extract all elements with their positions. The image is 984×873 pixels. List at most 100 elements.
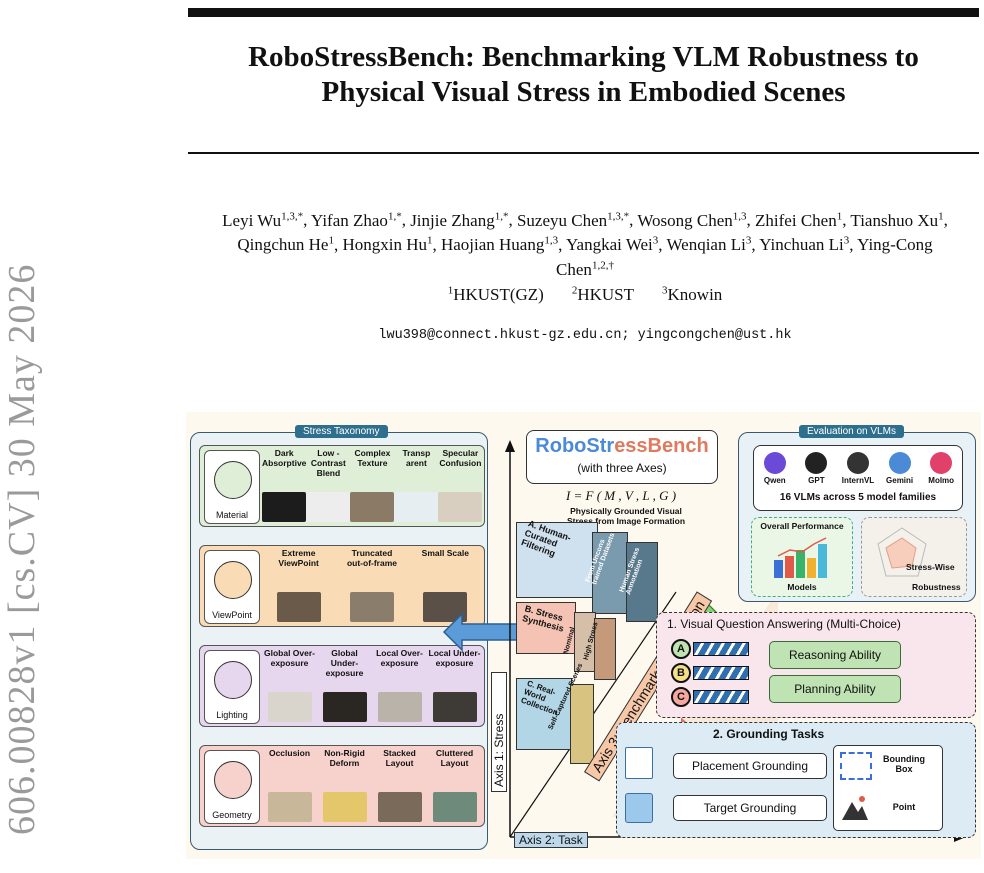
overall-box: Overall Performance Models [751,517,853,597]
author-affiliation: 1 [426,234,433,247]
affiliation: 1HKUST(GZ) [447,283,544,304]
stress-item-thumbnail [306,492,351,522]
material-icon: Material [204,450,260,524]
taxonomy-tag: Stress Taxonomy [295,425,388,438]
author: Suzeyu Chen1,3,* [517,210,630,230]
gpt-icon [805,452,828,474]
author: Leyi Wu1,3,* [222,210,303,230]
author: Ying-Cong Chen1,2,† [556,235,933,279]
model-count: 16 VLMs across 5 model families [779,492,937,503]
arxiv-side-identifier: 606.00828v1 [cs.CV] 30 May 2026 [0,264,50,835]
placement-grounding: Placement Grounding [673,753,827,779]
author-affiliation: 1 [328,234,334,247]
stress-item-label: Global Under-exposure [325,648,364,678]
author-affiliation: 1,2,† [591,259,614,272]
stress-item-label: Occlusion [268,748,311,758]
qwen-icon [763,452,786,474]
stress-item-thumbnail [267,692,312,722]
stress-item: Local Over-exposure [374,648,426,724]
stress-item-label: Extreme ViewPoint [278,548,319,568]
stress-item-thumbnail [267,792,312,822]
model-name: Qwen [763,476,786,485]
option-bar [693,690,749,704]
stress-item-label: Dark Absorptive [262,448,307,468]
stress-item-label: Transp arent [402,448,431,468]
stress-item-thumbnail [432,792,477,822]
author-affiliation: 1,3,* [607,210,630,222]
bbox-label: Bounding Box [883,754,925,774]
stress-item-thumbnail [322,692,367,722]
author: Yangkai Wei3 [566,235,658,255]
overall-label: Overall Performance [760,521,844,531]
row-label: Lighting [216,710,248,720]
robustness-label: Robustness [912,582,961,592]
model-name: Molmo [928,476,955,485]
author-name: Leyi Wu [222,210,282,230]
stress-item-label: Local Under-exposure [428,648,481,668]
author-affiliation: 1 [938,210,944,222]
stage-b-high: High Stress [583,618,616,680]
stress-item-thumbnail [377,792,422,822]
affiliation: 2HKUST [571,283,634,304]
bench-name-b: essBench [614,435,709,457]
icon-circle [214,561,252,599]
target-grounding: Target Grounding [673,795,827,821]
planning-ability: Planning Ability [769,675,901,703]
geometry-icon: Geometry [204,750,260,824]
stress-item-label: Small Scale [421,548,469,558]
model-name: Gemini [886,476,914,485]
stress-item-label: Local Over-exposure [376,648,423,668]
author: Qingchun He1 [237,234,334,255]
stress-item-thumbnail [276,592,321,622]
model-name: InternVL [841,476,875,485]
bench-subtitle: (with three Axes) [577,461,667,475]
author: Wosong Chen1,3 [637,210,746,230]
author-affiliation: 1,* [494,210,509,222]
grounding-search-icon [625,793,653,823]
author-block: Leyi Wu1,3,*, Yifan Zhao1,*, Jinjie Zhan… [220,206,950,305]
stage-a-extra: From Uncons trained Datasets [585,532,628,614]
option-c: C [671,687,751,707]
title-line-2: Physical Visual Stress in Embodied Scene… [321,76,846,108]
vqa-panel: 1. Visual Question Answering (Multi-Choi… [656,612,976,718]
icon-circle [214,461,252,499]
grounding-doc-icon [625,747,653,779]
stage-a-extra-2: Human Stress Annotation [619,542,658,622]
stress-item-label: Stacked Layout [383,748,416,768]
bench-name: RoboStressBench [527,435,717,458]
output-box: Bounding Box Point [833,745,943,831]
author: Zhifei Chen1 [755,210,843,230]
stress-item-thumbnail [262,492,307,522]
stage-c-scenes: Self-Captured Scenes [547,662,594,764]
stress-item-thumbnail [322,792,367,822]
bench-name-a: RoboStr [535,435,615,457]
affiliation-number: 1 [447,283,454,296]
affiliation-number: 2 [571,283,578,296]
row-items: Global Over-exposure Global Under-exposur… [262,648,482,724]
author: Hongxin Hu1 [342,234,433,255]
internvl-icon [846,452,869,474]
affiliation-number: 3 [662,283,668,296]
molmo-icon [930,452,953,474]
paper-title: RoboStressBench: Benchmarking VLM Robust… [188,40,979,110]
author-affiliation: 1 [836,210,843,222]
formula-caption: Physically Grounded Visual Stress from I… [566,506,686,526]
option-letter: C [671,687,691,707]
stress-item: Transp arent [394,448,439,524]
stress-item: Global Under-exposure [319,648,371,724]
affiliation-name: HKUST(GZ) [453,284,544,304]
icon-circle [214,761,252,799]
author-list: Leyi Wu1,3,*, Yifan Zhao1,*, Jinjie Zhan… [222,210,948,279]
stress-item: Extreme ViewPoint [273,548,325,624]
stress-item: Global Over-exposure [264,648,316,724]
author-name: Ying-Cong Chen [556,235,933,279]
radar-chart-icon [877,527,927,577]
author-affiliation: 1,* [387,210,402,222]
